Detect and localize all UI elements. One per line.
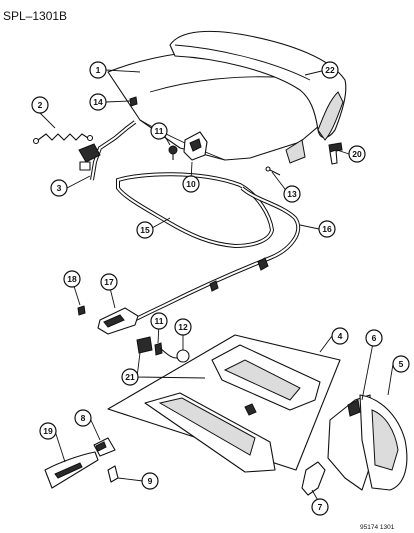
release-handle-part	[97, 307, 139, 335]
callout-18: 18	[63, 270, 81, 288]
torsion-spring-part	[32, 133, 94, 145]
callout-3: 3	[50, 179, 68, 197]
quarter-trim-panel-part	[359, 394, 408, 491]
svg-text:14: 14	[93, 97, 103, 107]
rear-spoiler-part	[169, 30, 347, 141]
callout-8: 8	[74, 409, 92, 427]
bolt-upper-part	[168, 145, 178, 160]
diagram-code: SPL–1301B	[3, 9, 67, 23]
svg-text:9: 9	[148, 476, 153, 486]
fastener-9-part	[107, 465, 119, 483]
svg-text:18: 18	[67, 274, 77, 284]
callout-22: 22	[321, 61, 339, 79]
svg-text:1: 1	[96, 65, 101, 75]
sill-plate-part	[44, 451, 99, 489]
callout-5: 5	[392, 355, 410, 373]
callout-13: 13	[283, 185, 301, 203]
bolt-lower-part	[154, 342, 163, 356]
svg-text:13: 13	[287, 189, 297, 199]
svg-text:15: 15	[140, 225, 150, 235]
svg-text:5: 5	[399, 359, 404, 369]
svg-text:2: 2	[38, 100, 43, 110]
callout-14: 14	[89, 93, 107, 111]
callout-1: 1	[89, 61, 107, 79]
figure-number: 95174 1301	[360, 524, 395, 531]
svg-text:4: 4	[338, 331, 343, 341]
svg-text:17: 17	[104, 277, 114, 287]
svg-text:10: 10	[186, 179, 196, 189]
callout-19: 19	[39, 422, 57, 440]
callout-12: 12	[174, 318, 192, 336]
callout-21: 21	[121, 368, 139, 386]
svg-text:21: 21	[125, 372, 135, 382]
svg-text:8: 8	[81, 413, 86, 423]
bracket-8-part	[93, 437, 116, 457]
striker-rod-part	[265, 166, 281, 176]
screw-18-part	[77, 305, 86, 316]
callout-11-lower: 11	[150, 312, 168, 330]
svg-text:20: 20	[352, 149, 362, 159]
svg-text:12: 12	[178, 322, 188, 332]
svg-text:6: 6	[372, 333, 377, 343]
callout-20: 20	[348, 145, 366, 163]
leader-lines	[39, 69, 394, 505]
svg-text:3: 3	[57, 183, 62, 193]
svg-text:11: 11	[155, 126, 164, 136]
lamp-socket-part	[159, 347, 190, 363]
svg-text:7: 7	[318, 502, 323, 512]
svg-text:22: 22	[325, 65, 335, 75]
callout-17: 17	[100, 273, 118, 291]
callout-9: 9	[141, 472, 159, 490]
callout-7: 7	[311, 498, 329, 516]
callout-2: 2	[31, 96, 49, 114]
svg-text:19: 19	[43, 426, 53, 436]
clip-7-part	[301, 461, 326, 496]
hinge-torsion-bar-part	[78, 120, 137, 181]
callout-4: 4	[331, 327, 349, 345]
trunk-latch-part	[183, 131, 208, 161]
bumper-part	[129, 96, 138, 107]
callout-15: 15	[136, 221, 154, 239]
stud-20-part	[328, 142, 343, 165]
callout-6: 6	[365, 329, 383, 347]
callout-16: 16	[318, 220, 336, 238]
callout-10: 10	[182, 175, 200, 193]
weatherstrip-part	[116, 172, 275, 249]
svg-text:11: 11	[155, 316, 164, 326]
trim-panel-assembly-part	[107, 334, 341, 473]
svg-text:16: 16	[322, 224, 332, 234]
callout-11-upper: 11	[150, 122, 168, 140]
release-cable-part	[129, 186, 301, 324]
